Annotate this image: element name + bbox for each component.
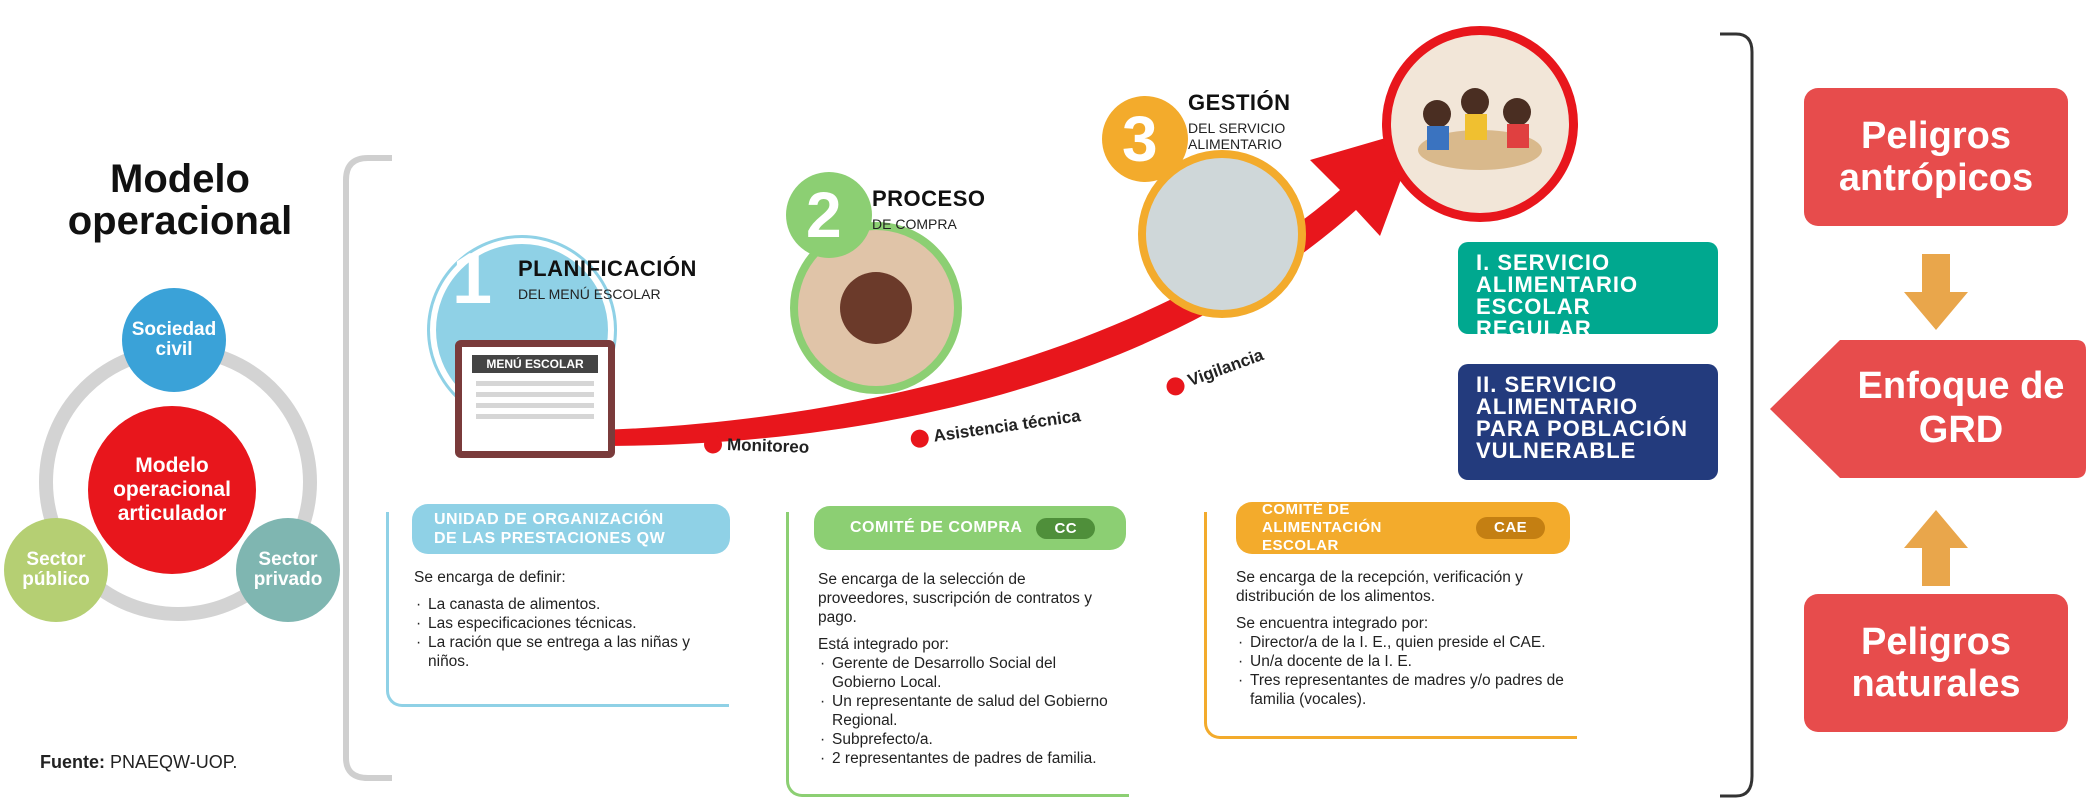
comite-alimentacion-intro2: Se encuentra integrado por: [1236,615,1429,632]
unidad-list: La canasta de alimentos. Las especificac… [414,595,724,671]
comite-alimentacion-header: COMITÉ DE ALIMENTACIÓN ESCOLAR CAE [1236,501,1570,554]
list-item: La ración que se entrega a las niñas y n… [414,633,724,671]
magnifier-icon [703,435,723,454]
step-2-number-bg [786,172,872,258]
menu-clipboard-label: MENÚ ESCOLAR [472,355,598,373]
list-item: Las especificaciones técnicas. [414,614,724,633]
comite-compra-body: Se encarga de la selección de proveedore… [818,570,1118,768]
actor-sector-publico: Sector público [4,518,108,622]
down-arrow-icon [1904,254,1968,330]
step-2-number: 2 [806,179,842,251]
menu-clipboard: MENÚ ESCOLAR [455,340,615,458]
comite-alimentacion-header-text: COMITÉ DE ALIMENTACIÓN ESCOLAR [1262,501,1382,554]
step-3-title-block: GESTIÓN DEL SERVICIO ALIMENTARIO [1188,90,1308,152]
actor-sector-privado: Sector privado [236,518,340,622]
comite-compra-list: Gerente de Desarrollo Social del Gobiern… [818,654,1118,768]
comite-alimentacion-tag: CAE [1476,517,1546,539]
service-regular: I. SERVICIO ALIMENTARIO ESCOLAR REGULAR [1458,242,1718,340]
comite-alimentacion-body: Se encarga de la recepción, verificación… [1236,568,1586,709]
source-text: PNAEQW-UOP. [110,752,238,772]
list-item: 2 representantes de padres de familia. [818,749,1118,768]
hazard-antropicos: Peligros antrópicos [1804,88,2068,226]
step-2-subtitle: DE COMPRA [872,216,957,232]
comite-compra-header-text: COMITÉ DE COMPRA [850,519,1023,536]
step-2-title: PROCESO [872,186,986,211]
list-item: Gerente de Desarrollo Social del Gobiern… [818,654,1118,692]
page-title: Modelo operacional [67,157,293,243]
comite-compra-intro: Se encarga de la selección de proveedore… [818,571,1092,626]
actor-sociedad-civil: Sociedad civil [122,288,226,392]
school-meal-icon [1418,88,1542,170]
center-circle: Modelo operacional articulador [88,406,256,574]
actor-privado-label: Sector privado [253,549,323,590]
step-3-number: 3 [1122,103,1158,175]
comite-compra-tag: CC [1036,517,1096,539]
progress-arrow [600,128,1420,446]
service-vulnerable: II. SERVICIO ALIMENTARIO PARA POBLACIÓN … [1458,364,1718,480]
actor-civil-label: Sociedad civil [131,319,217,360]
center-circle-label: Modelo operacional articulador [113,454,231,525]
hazard-naturales: Peligros naturales [1804,594,2068,732]
hazard-enfoque: Enfoque de GRD [1857,365,2065,451]
list-item: Tres representantes de madres y/o padres… [1236,671,1586,709]
unidad-header-text: UNIDAD DE ORGANIZACIÓN DE LAS PRESTACION… [434,511,666,547]
unidad-intro: Se encarga de definir: [414,569,566,586]
left-bracket [343,155,392,781]
source-label: Fuente: [40,752,105,772]
actor-publico-label: Sector público [22,549,90,590]
right-bracket [1720,32,1754,798]
list-item: Un/a docente de la I. E. [1236,652,1586,671]
list-item: La canasta de alimentos. [414,595,724,614]
comite-compra-header: COMITÉ DE COMPRA CC [814,506,1126,550]
handshake-icon [909,428,930,449]
source-note: Fuente: PNAEQW-UOP. [40,752,237,773]
step-2-title-block: PROCESO DE COMPRA [872,186,986,232]
unidad-body: Se encarga de definir: La canasta de ali… [414,568,724,671]
unidad-header: UNIDAD DE ORGANIZACIÓN DE LAS PRESTACION… [412,504,730,554]
meeting-table [840,272,912,344]
step-1-title-block: PLANIFICACIÓN DEL MENÚ ESCOLAR [518,256,697,302]
step-1-subtitle: DEL MENÚ ESCOLAR [518,286,661,302]
label-monitoreo: Monitoreo [703,434,810,458]
step-3-title: GESTIÓN [1188,90,1291,115]
up-arrow-icon [1904,510,1968,586]
step-1-number: 1 [452,239,493,319]
list-item: Un representante de salud del Gobierno R… [818,692,1118,730]
step-3-circle [1138,150,1306,318]
list-item: Director/a de la I. E., quien preside el… [1236,633,1586,652]
comite-alimentacion-intro: Se encarga de la recepción, verificación… [1236,569,1523,605]
step-3-subtitle: DEL SERVICIO ALIMENTARIO [1188,120,1286,152]
step-3-number-bg [1102,96,1188,182]
school-meal-photo [1382,26,1578,222]
step-1-title: PLANIFICACIÓN [518,256,697,281]
enfoque-shape [1770,340,2086,478]
comite-alimentacion-list: Director/a de la I. E., quien preside el… [1236,633,1586,709]
comite-compra-intro2: Está integrado por: [818,636,949,653]
label-monitoreo-text: Monitoreo [726,434,810,457]
list-item: Subprefecto/a. [818,730,1118,749]
